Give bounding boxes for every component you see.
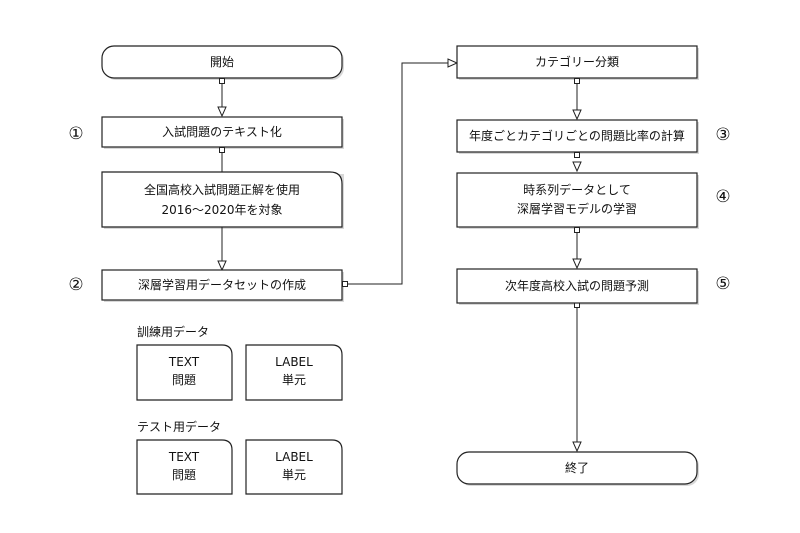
step3-label: 年度ごとカテゴリごとの問題比率の計算 xyxy=(469,128,685,143)
step5-marker: ⑤ xyxy=(715,274,730,294)
train-text-title: TEXT xyxy=(168,355,200,369)
test-text-card: TEXT 問題 xyxy=(136,439,233,495)
source-line1: 全国高校入試問題正解を使用 xyxy=(144,182,300,197)
step2-node: 深層学習用データセットの作成 xyxy=(101,269,343,301)
source-line2: 2016〜2020年を対象 xyxy=(161,203,282,217)
step4-line1: 時系列データとして xyxy=(523,182,631,197)
train-text-sub: 問題 xyxy=(172,373,196,387)
test-label-title: LABEL xyxy=(275,450,313,464)
test-text-title: TEXT xyxy=(168,450,200,464)
step2-label: 深層学習用データセットの作成 xyxy=(138,277,306,292)
test-label-card: LABEL 単元 xyxy=(245,439,343,495)
category-label: カテゴリー分類 xyxy=(535,54,619,69)
step2-marker: ② xyxy=(68,275,83,295)
start-node: 開始 xyxy=(101,45,343,79)
test-data-label: テスト用データ xyxy=(137,419,221,434)
step1-node: 入試問題のテキスト化 xyxy=(101,116,343,148)
test-label-sub: 単元 xyxy=(282,468,306,482)
train-label-sub: 単元 xyxy=(282,373,306,387)
step3-node: 年度ごとカテゴリごとの問題比率の計算 xyxy=(456,119,698,153)
train-data-label: 訓練用データ xyxy=(137,324,209,339)
source-note-node: 全国高校入試問題正解を使用 2016〜2020年を対象 xyxy=(101,171,343,228)
step5-node: 次年度高校入試の問題予測 xyxy=(456,268,698,304)
step5-label: 次年度高校入試の問題予測 xyxy=(505,278,649,293)
start-label: 開始 xyxy=(210,55,234,69)
end-node: 終了 xyxy=(456,451,698,485)
step1-label: 入試問題のテキスト化 xyxy=(162,124,282,139)
end-label: 終了 xyxy=(565,460,589,475)
connectors xyxy=(217,58,582,453)
step4-node: 時系列データとして 深層学習モデルの学習 xyxy=(456,172,698,228)
train-label-title: LABEL xyxy=(275,355,313,369)
step1-marker: ① xyxy=(68,124,83,144)
train-label-card: LABEL 単元 xyxy=(245,344,343,401)
step3-marker: ③ xyxy=(715,125,730,145)
step4-marker: ④ xyxy=(715,187,730,207)
test-text-sub: 問題 xyxy=(172,468,196,482)
step4-line2: 深層学習モデルの学習 xyxy=(517,201,637,216)
category-node: カテゴリー分類 xyxy=(456,45,698,79)
train-text-card: TEXT 問題 xyxy=(136,344,233,401)
